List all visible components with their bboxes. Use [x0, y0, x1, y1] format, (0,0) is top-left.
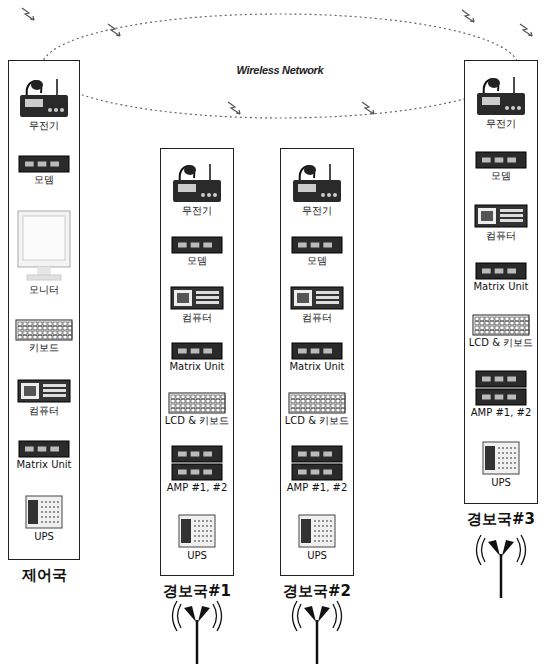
network-label: Wireless Network [237, 64, 324, 76]
station-rack: 무전기모뎀모니터키보드컴퓨터 Matrix UnitUPS 제어국 [8, 60, 80, 585]
amp-icon [290, 445, 344, 481]
equipment-item: 모뎀 [17, 155, 71, 186]
equipment-label: 무전기 [302, 205, 332, 217]
equipment-label: 키보드 [29, 342, 59, 354]
equipment-item: 무전기 [17, 77, 71, 132]
equipment-item: 모니터 [15, 209, 73, 296]
equipment-label: 컴퓨터 [302, 312, 332, 324]
rack-icon [170, 236, 224, 254]
station-rack: 무전기모뎀컴퓨터 Matrix UnitLCD & 키보드 AMP #1, #2 UP… [280, 148, 354, 601]
ups-icon [479, 440, 523, 476]
radio-icon [474, 75, 528, 117]
equipment-label: 모뎀 [34, 174, 54, 186]
equipment-item: 무전기 [170, 162, 224, 217]
equipment-label: Matrix Unit [289, 361, 344, 373]
ups-icon [175, 513, 219, 549]
equipment-item: LCD & 키보드 [285, 392, 349, 427]
keyboard-icon [15, 319, 73, 341]
equipment-item: 무전기 [290, 162, 344, 217]
ups-icon [295, 513, 339, 549]
rack-icon [290, 236, 344, 254]
equipment-item: UPS [175, 513, 219, 562]
equipment-label: LCD & 키보드 [165, 415, 229, 427]
amp-icon [170, 445, 224, 481]
rack-icon [17, 155, 71, 173]
radio-icon [290, 162, 344, 204]
equipment-item: LCD & 키보드 [469, 314, 533, 349]
network-ellipse: Wireless Network [40, 12, 520, 120]
station-label: 제어국 [8, 566, 80, 585]
equipment-label: LCD & 키보드 [285, 415, 349, 427]
equipment-item: 컴퓨터 [169, 285, 225, 324]
rack-icon [474, 151, 528, 169]
equipment-item: Matrix Unit [16, 440, 71, 471]
equipment-label: LCD & 키보드 [469, 337, 533, 349]
equipment-label: 모뎀 [187, 255, 207, 267]
equipment-label: AMP #1, #2 [471, 407, 532, 419]
equipment-label: 모니터 [29, 284, 59, 296]
equipment-item: 컴퓨터 [473, 203, 529, 242]
rack-icon [170, 342, 224, 360]
lightning-symbol [22, 8, 532, 114]
computer-icon [473, 203, 529, 229]
equipment-item: 컴퓨터 [16, 378, 72, 417]
rack-frame: 무전기모뎀컴퓨터 Matrix UnitLCD & 키보드 AMP #1, #2 UP… [160, 148, 234, 576]
keyboard-icon [168, 392, 226, 414]
equipment-item: AMP #1, #2 [471, 370, 532, 419]
equipment-item: 모뎀 [170, 236, 224, 267]
equipment-item: UPS [22, 494, 66, 543]
equipment-item: 모뎀 [474, 151, 528, 182]
equipment-label: AMP #1, #2 [287, 482, 348, 494]
rack-frame: 무전기모뎀모니터키보드컴퓨터 Matrix UnitUPS [8, 60, 80, 560]
equipment-item: 키보드 [15, 319, 73, 354]
rack-frame: 무전기모뎀컴퓨터 Matrix UnitLCD & 키보드 AMP #1, #2 UP… [280, 148, 354, 576]
radio-icon [17, 77, 71, 119]
equipment-item: LCD & 키보드 [165, 392, 229, 427]
station-rack: 무전기모뎀컴퓨터 Matrix UnitLCD & 키보드 AMP #1, #2 UP… [160, 148, 234, 601]
equipment-label: 모뎀 [491, 170, 511, 182]
equipment-label: UPS [34, 531, 54, 543]
rack-icon [17, 440, 71, 458]
computer-icon [16, 378, 72, 404]
equipment-label: Matrix Unit [473, 281, 528, 293]
equipment-item: UPS [295, 513, 339, 562]
equipment-label: 컴퓨터 [486, 230, 516, 242]
keyboard-icon [288, 392, 346, 414]
rack-icon [474, 262, 528, 280]
radio-icon [170, 162, 224, 204]
rack-icon [290, 342, 344, 360]
computer-icon [289, 285, 345, 311]
station-label: 경보국#3 [464, 510, 538, 529]
monitor-icon [15, 209, 73, 283]
equipment-item: 무전기 [474, 75, 528, 130]
equipment-label: UPS [307, 550, 327, 562]
equipment-item: Matrix Unit [169, 342, 224, 373]
equipment-label: 컴퓨터 [182, 312, 212, 324]
station-label: 경보국#1 [160, 582, 234, 601]
equipment-item: AMP #1, #2 [287, 445, 348, 494]
equipment-label: 무전기 [29, 120, 59, 132]
equipment-label: UPS [187, 550, 207, 562]
equipment-item: AMP #1, #2 [167, 445, 228, 494]
equipment-label: 컴퓨터 [29, 405, 59, 417]
equipment-item: Matrix Unit [289, 342, 344, 373]
rack-frame: 무전기모뎀컴퓨터 Matrix UnitLCD & 키보드 AMP #1, #2 UP… [464, 60, 538, 504]
keyboard-icon [472, 314, 530, 336]
equipment-item: 컴퓨터 [289, 285, 345, 324]
equipment-label: 무전기 [486, 118, 516, 130]
equipment-item: UPS [479, 440, 523, 489]
computer-icon [169, 285, 225, 311]
station-label: 경보국#2 [280, 582, 354, 601]
equipment-label: 모뎀 [307, 255, 327, 267]
equipment-label: AMP #1, #2 [167, 482, 228, 494]
equipment-item: Matrix Unit [473, 262, 528, 293]
equipment-label: UPS [491, 477, 511, 489]
ups-icon [22, 494, 66, 530]
equipment-label: Matrix Unit [169, 361, 224, 373]
equipment-label: 무전기 [182, 205, 212, 217]
station-rack: 무전기모뎀컴퓨터 Matrix UnitLCD & 키보드 AMP #1, #2 UP… [464, 60, 538, 529]
equipment-label: Matrix Unit [16, 459, 71, 471]
equipment-item: 모뎀 [290, 236, 344, 267]
amp-icon [474, 370, 528, 406]
